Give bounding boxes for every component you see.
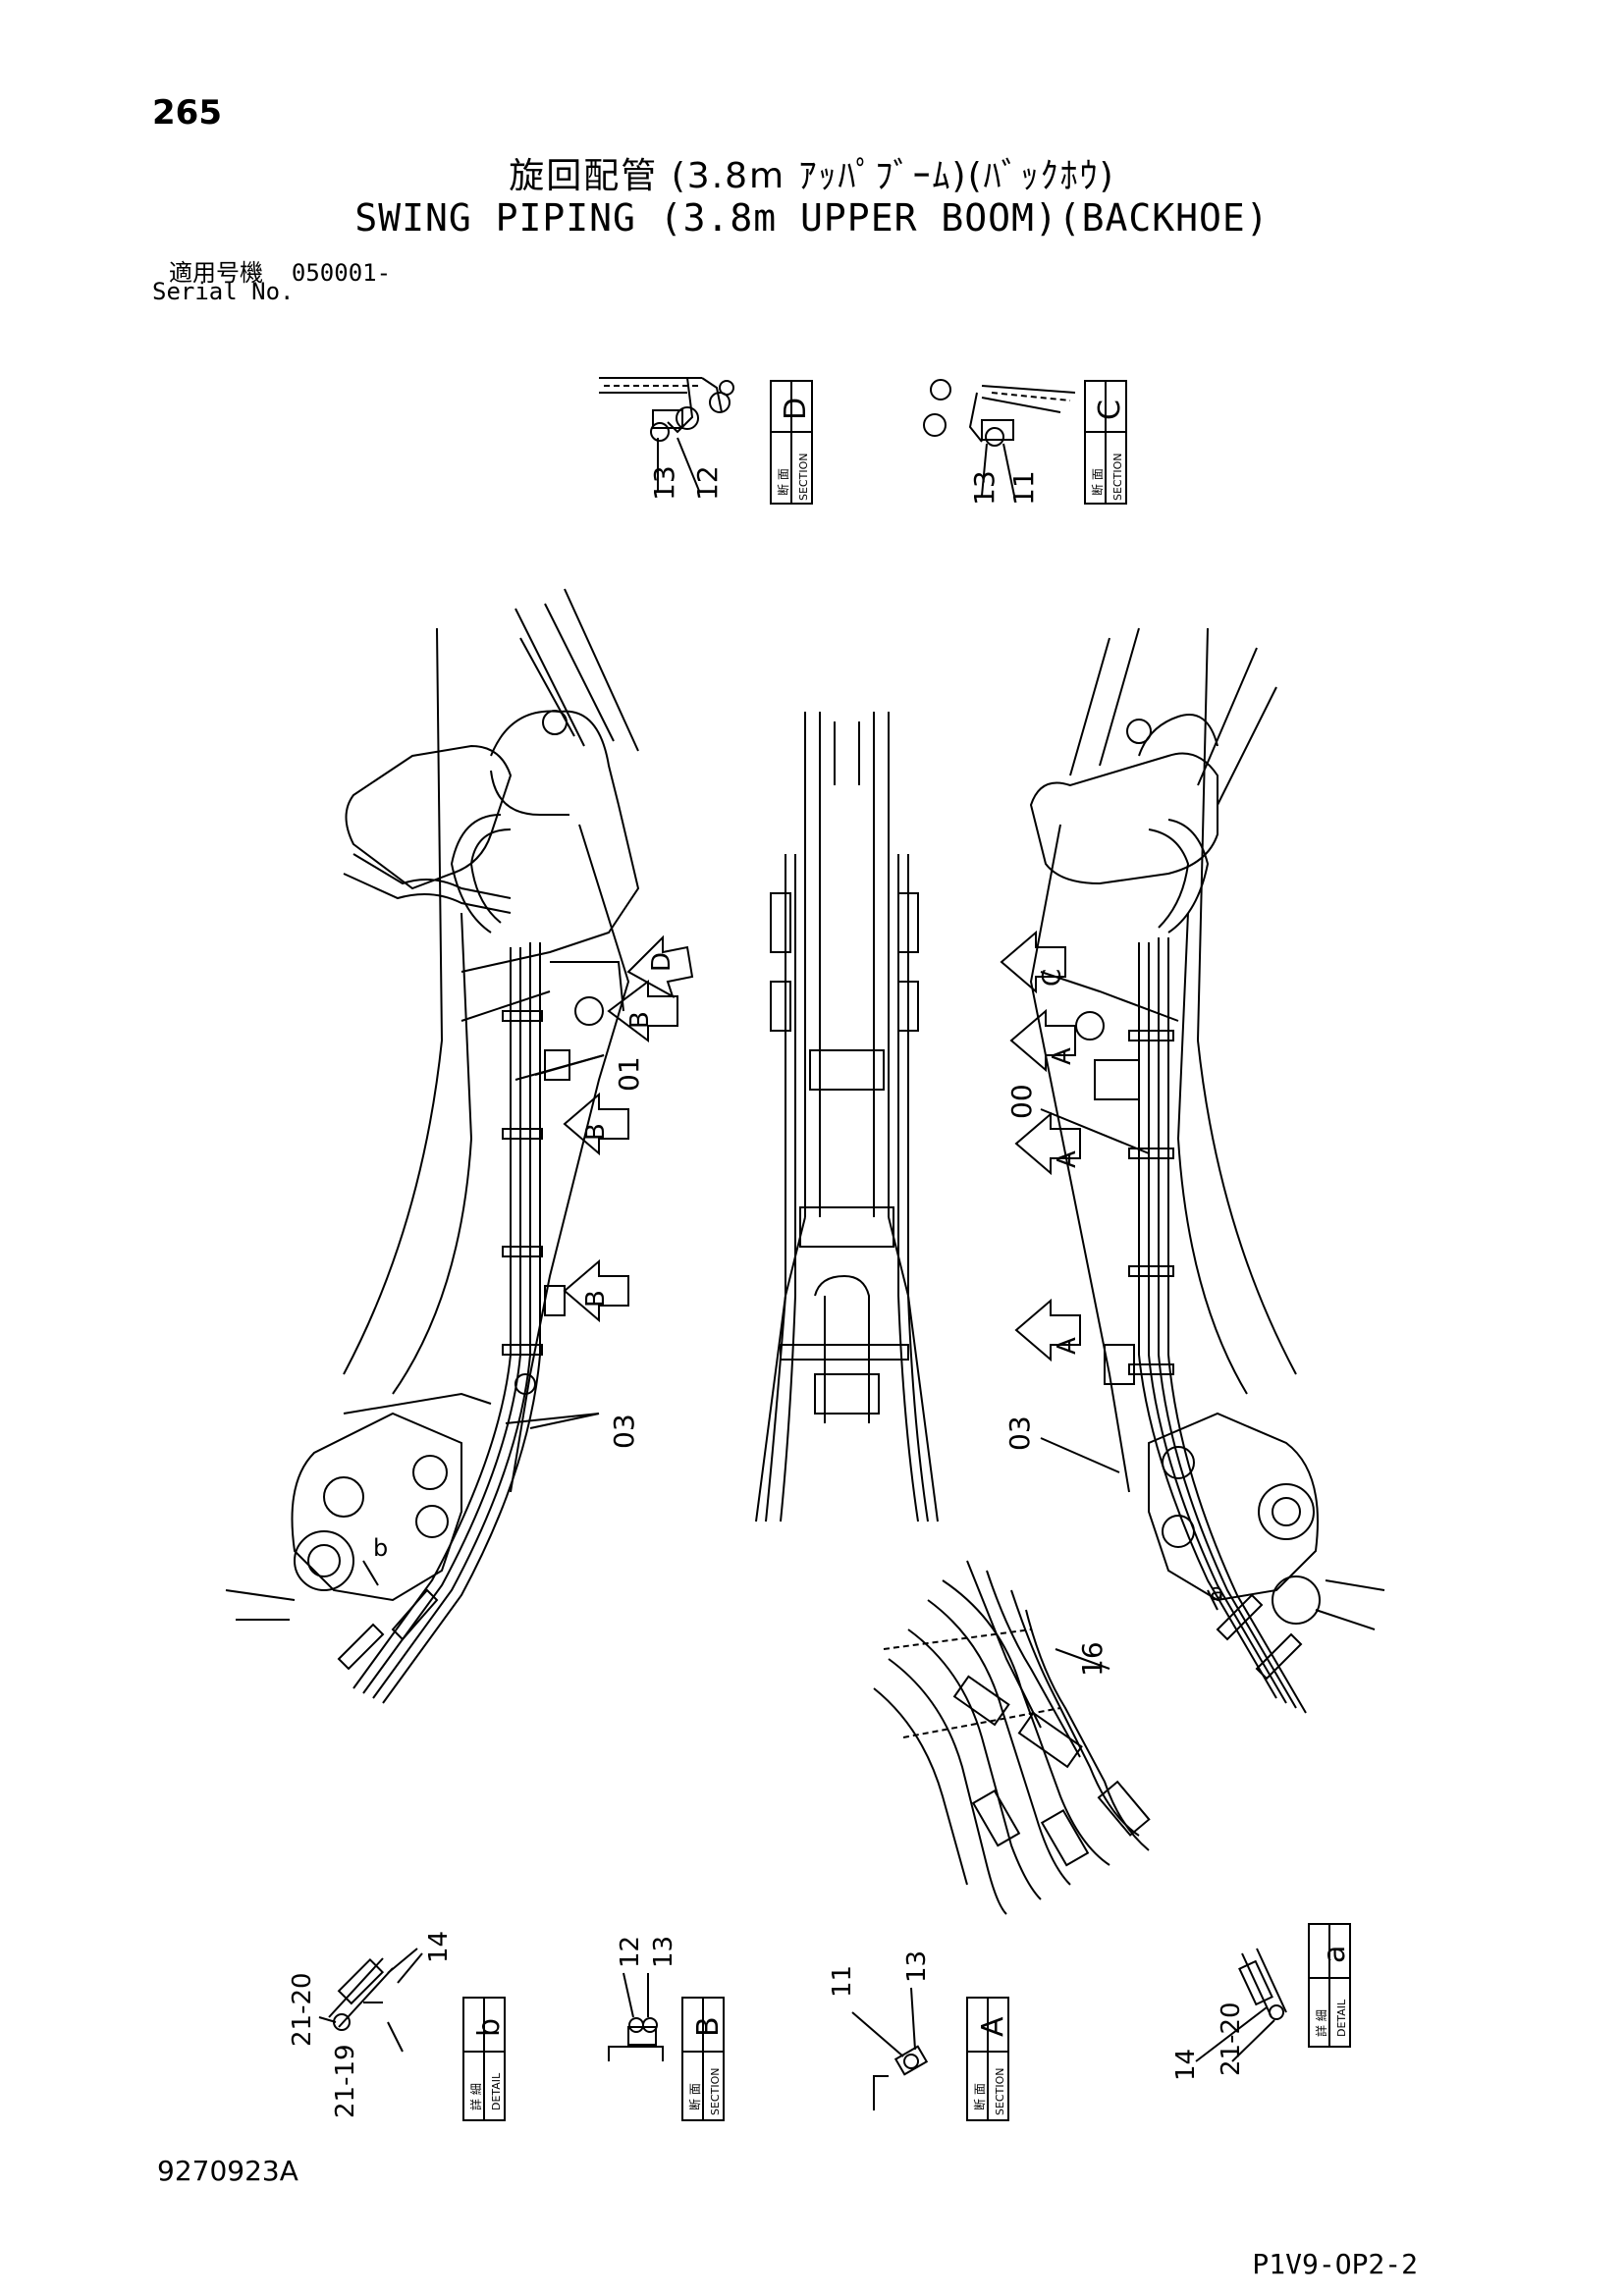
detail-b-tag bbox=[462, 1997, 506, 2121]
label-21-20-b: 21-20 bbox=[288, 1972, 317, 2047]
label-01: 01 bbox=[613, 1056, 645, 1092]
section-a-jp: 断 面 bbox=[972, 2083, 987, 2110]
right-view-arrows bbox=[1000, 930, 1081, 1362]
detail-a-en: DETAIL bbox=[1335, 1999, 1348, 2037]
section-d-letter: D bbox=[779, 398, 813, 420]
detail-b-en: DETAIL bbox=[490, 2072, 503, 2110]
serial-applicability: 適用号機 050001- bbox=[169, 253, 391, 288]
arrow-a-lower: A bbox=[1053, 1337, 1082, 1355]
arrow-a-mid: A bbox=[1053, 1150, 1082, 1168]
section-d-en: SECTION bbox=[797, 454, 810, 501]
label-12-b: 12 bbox=[616, 1936, 645, 1968]
section-a-view bbox=[851, 1987, 929, 2110]
label-00: 00 bbox=[1005, 1084, 1038, 1119]
title-japanese: 旋回配管 (3.8m ｱｯﾊﾟﾌﾞｰﾑ)(ﾊﾞｯｸﾎｳ) bbox=[509, 156, 1115, 196]
arrow-b-mid: B bbox=[581, 1123, 611, 1141]
section-d-tag bbox=[770, 380, 813, 505]
label-03-right: 03 bbox=[1003, 1415, 1036, 1451]
arrow-a-upper: A bbox=[1048, 1047, 1077, 1065]
arrow-d: D bbox=[647, 952, 677, 972]
title-english: SWING PIPING (3.8m UPPER BOOM)(BACKHOE) bbox=[354, 196, 1270, 240]
drawing-code: P1V9-OP2-2 bbox=[1252, 2248, 1418, 2280]
label-14-a: 14 bbox=[1171, 2049, 1201, 2081]
detail-b-callout: b bbox=[373, 1534, 388, 1562]
arrow-b-upper: B bbox=[625, 1011, 655, 1029]
detail-a-jp: 詳 細 bbox=[1314, 2009, 1328, 2037]
section-b-jp: 断 面 bbox=[687, 2083, 702, 2110]
serial-label-jp: 適用号機 bbox=[169, 259, 263, 287]
section-b-en: SECTION bbox=[709, 2068, 722, 2115]
hose-bundle-view bbox=[873, 1560, 1151, 1915]
section-a-en: SECTION bbox=[994, 2068, 1006, 2115]
section-d-view bbox=[599, 377, 734, 492]
label-11-a: 11 bbox=[828, 1965, 857, 1998]
right-clamps bbox=[1128, 1030, 1174, 1375]
page-number: 265 bbox=[152, 93, 222, 133]
section-c-tag bbox=[1084, 380, 1127, 505]
section-c-en: SECTION bbox=[1111, 454, 1124, 501]
label-13-a: 13 bbox=[902, 1950, 932, 1983]
section-a-tag bbox=[966, 1997, 1009, 2121]
detail-a-letter: a bbox=[1318, 1946, 1352, 1963]
left-clamps bbox=[502, 1010, 543, 1356]
section-c-jp: 断 面 bbox=[1090, 468, 1105, 496]
label-13-b: 13 bbox=[649, 1936, 678, 1968]
section-b-tag bbox=[681, 1997, 725, 2121]
label-14-b: 14 bbox=[424, 1931, 454, 1963]
label-12-d: 12 bbox=[691, 465, 724, 501]
center-arm-view bbox=[755, 712, 939, 1522]
label-21-20-a: 21-20 bbox=[1217, 2002, 1246, 2076]
label-13-d: 13 bbox=[648, 465, 680, 501]
section-d-jp: 断 面 bbox=[776, 468, 790, 496]
label-03-left: 03 bbox=[608, 1414, 640, 1449]
serial-value: 050001- bbox=[291, 259, 392, 287]
detail-a-tag bbox=[1308, 1923, 1351, 2048]
section-c-view bbox=[923, 379, 1076, 497]
section-c-letter: C bbox=[1093, 400, 1127, 420]
label-21-19-b: 21-19 bbox=[331, 2044, 360, 2118]
arrow-c: C bbox=[1038, 969, 1067, 987]
section-b-view bbox=[608, 1972, 664, 2061]
right-boom-view bbox=[1029, 627, 1385, 1714]
section-a-letter: A bbox=[976, 2016, 1010, 2037]
detail-a-view bbox=[1195, 1948, 1287, 2062]
section-b-letter: B bbox=[691, 2016, 726, 2037]
arrow-b-lower: B bbox=[581, 1290, 611, 1308]
left-boom-view bbox=[225, 588, 640, 1704]
document-number: 9270923A bbox=[157, 2155, 298, 2187]
detail-b-letter: b bbox=[472, 2018, 507, 2037]
detail-b-jp: 詳 細 bbox=[468, 2083, 483, 2110]
detail-a-callout: a bbox=[1210, 1578, 1224, 1606]
left-view-arrows bbox=[563, 934, 694, 1323]
label-16: 16 bbox=[1076, 1641, 1109, 1677]
detail-b-view bbox=[318, 1948, 423, 2053]
label-13-c: 13 bbox=[968, 470, 1001, 506]
label-11-c: 11 bbox=[1007, 470, 1040, 506]
serial-label-en: Serial No. bbox=[152, 278, 295, 305]
